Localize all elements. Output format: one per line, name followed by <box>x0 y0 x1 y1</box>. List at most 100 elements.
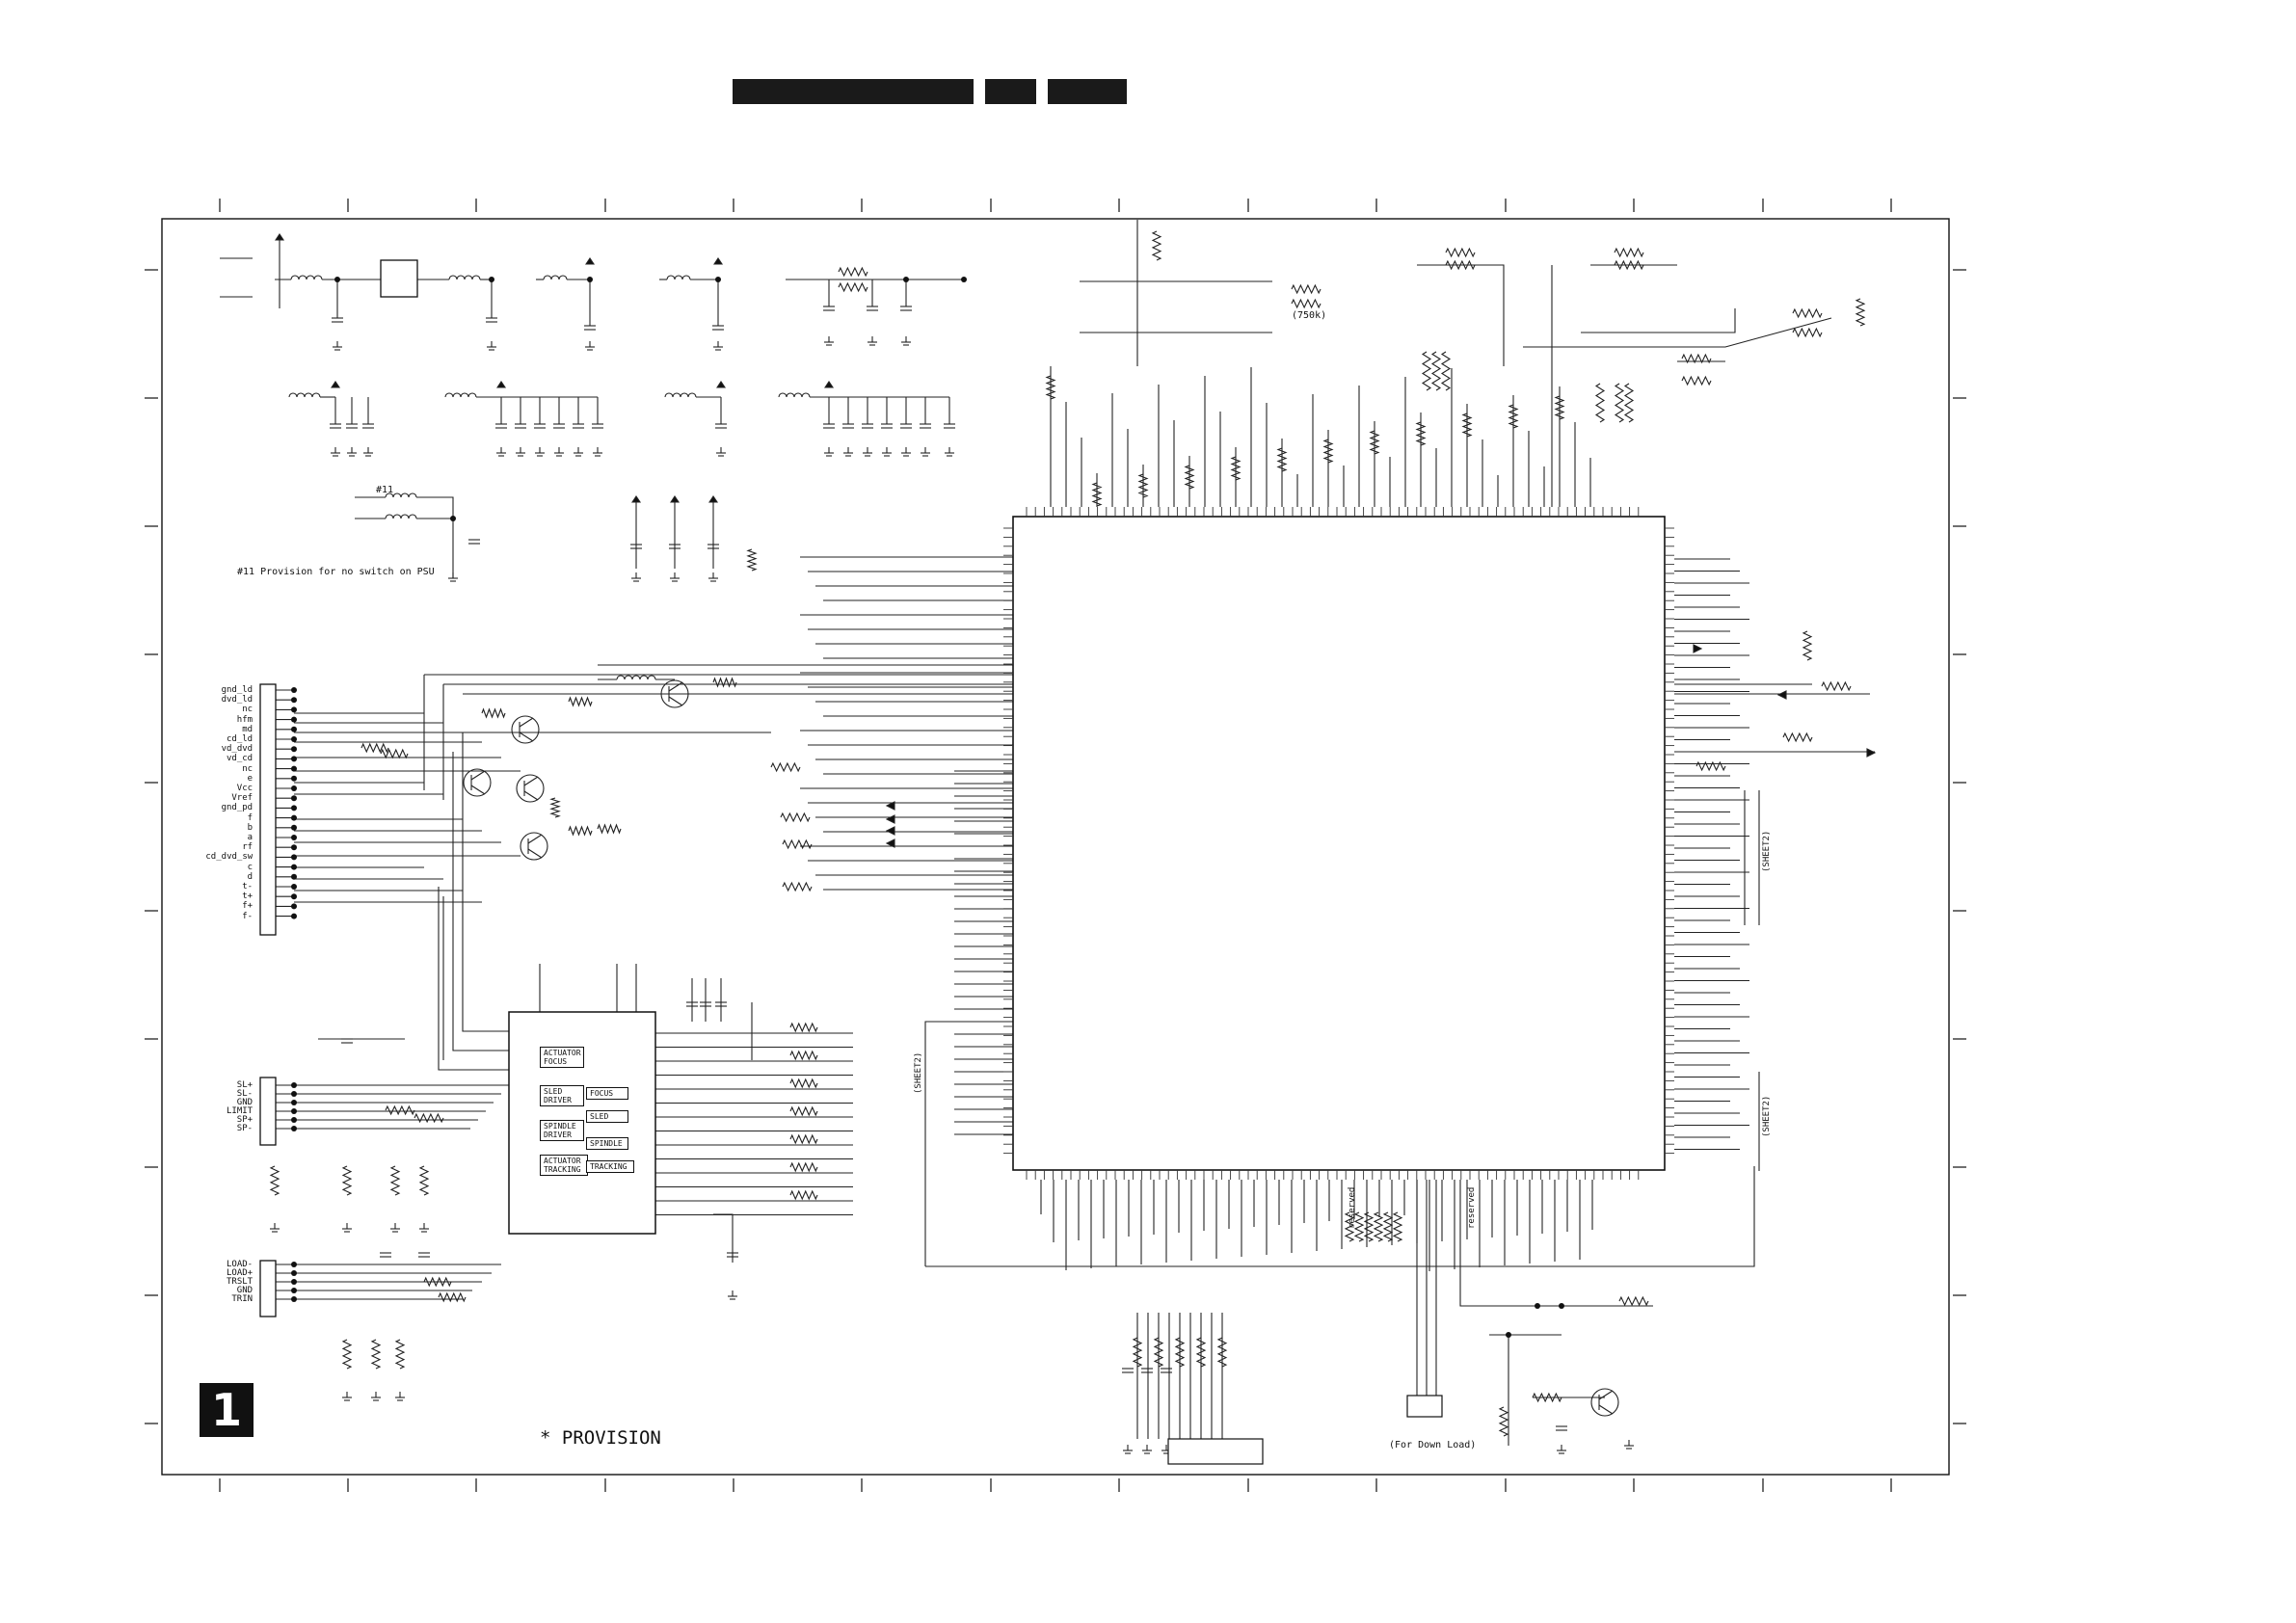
transistor <box>660 679 689 708</box>
resistor <box>1681 353 1712 364</box>
resistor <box>789 1105 818 1117</box>
resistor <box>1322 439 1334 464</box>
junction-dot <box>334 277 340 282</box>
resistor <box>1782 732 1813 743</box>
resistor <box>1184 465 1195 490</box>
supply-arrow <box>274 233 285 241</box>
connector-pin-label: c <box>247 862 254 872</box>
resistor <box>1532 1392 1562 1403</box>
transistor-lead <box>523 776 539 786</box>
resistor <box>1445 247 1476 258</box>
resistor <box>549 797 561 818</box>
sheet-number-badge: 1 <box>200 1383 254 1437</box>
signal-arrow <box>885 838 895 848</box>
transistor-lead <box>1598 1404 1614 1415</box>
connector-pin-label: b <box>247 822 254 833</box>
junction-dot <box>291 893 297 900</box>
transistor <box>1590 1388 1619 1417</box>
focus-output-block: FOCUS <box>586 1087 628 1100</box>
transistor <box>463 768 492 797</box>
junction-dot <box>291 716 297 723</box>
junction-dot <box>291 1288 297 1293</box>
junction-dot <box>291 687 297 693</box>
connector-pin-label: GND <box>236 1098 254 1107</box>
sheet-ref-right-1: (SHEET2) <box>1762 830 1772 872</box>
transistor <box>520 832 548 861</box>
resistor <box>838 281 868 293</box>
resistor <box>1137 473 1149 498</box>
supply-arrow <box>715 381 727 388</box>
junction-dot <box>291 756 297 762</box>
transistor-lead <box>523 790 539 801</box>
connector-pin-label: t- <box>242 882 254 891</box>
junction-dot <box>291 1108 297 1114</box>
wire <box>1417 264 1505 366</box>
connector-pin-label: LOAD+ <box>227 1268 254 1278</box>
resistor <box>1461 412 1473 438</box>
resistor <box>1623 383 1635 423</box>
junction-dot <box>291 864 297 870</box>
resistor <box>1498 1406 1509 1437</box>
connector-pin-label: LOAD- <box>227 1260 254 1269</box>
junction-dot <box>291 736 297 742</box>
wire <box>452 752 509 1051</box>
supply-arrow <box>669 495 681 503</box>
sheet-ref-left: (SHEET2) <box>914 1051 923 1094</box>
transistor-lead <box>668 681 683 692</box>
signal-arrow <box>885 826 895 836</box>
tracking-output-block: TRACKING <box>586 1160 634 1173</box>
connector-pin-label: rf <box>242 842 254 853</box>
wire <box>1459 1180 1653 1307</box>
junction-dot <box>291 844 297 851</box>
connector-pin-label: gnd_pd <box>221 803 254 813</box>
connector-pin-label: t+ <box>242 891 254 902</box>
resistor <box>1445 259 1476 271</box>
resistor <box>789 1189 818 1201</box>
resistor <box>385 1104 415 1116</box>
connector-pin-label: hfm <box>236 714 254 725</box>
spindle-driver-block: SPINDLE DRIVER <box>540 1120 584 1141</box>
transistor-lead <box>1598 1390 1614 1400</box>
wire <box>462 732 509 1032</box>
inductor <box>666 275 691 280</box>
resistor <box>1153 1337 1164 1368</box>
junction-dot <box>1506 1332 1511 1338</box>
psu-ref-label: #11 <box>376 485 394 495</box>
resistor <box>1440 351 1452 391</box>
resistor <box>1618 1295 1649 1307</box>
supply-arrow <box>823 381 835 388</box>
junction-dot <box>450 516 456 521</box>
connector-pin-label: SL+ <box>236 1080 254 1090</box>
resistor <box>597 823 622 835</box>
junction-dot <box>291 1126 297 1131</box>
resistor <box>1554 395 1565 420</box>
main-processor-ic <box>1012 516 1666 1171</box>
resistor <box>568 825 593 837</box>
transistor-lead <box>527 848 543 859</box>
resistor <box>746 548 758 572</box>
signal-arrow <box>1776 690 1787 700</box>
resistor <box>789 1078 818 1089</box>
connector-pin-label: Vcc <box>236 784 254 793</box>
junction-dot <box>291 824 297 831</box>
resistor <box>1230 456 1241 481</box>
connector-pin-label: nc <box>242 763 254 774</box>
connector-pin-label: gnd_ld <box>221 685 254 695</box>
transistor-lead <box>470 770 486 781</box>
resistor <box>1792 307 1823 319</box>
wire <box>924 1021 1002 1266</box>
resistor <box>782 881 813 892</box>
connector-pin-label: SP+ <box>236 1115 254 1125</box>
connector-pin-label: dvd_ld <box>221 695 254 705</box>
supply-arrow <box>584 257 596 265</box>
connector-pin-label: f- <box>242 911 254 921</box>
psu-note: #11 Provision for no switch on PSU <box>237 567 435 577</box>
inductor <box>543 275 568 280</box>
inductor <box>778 392 811 398</box>
resistor <box>481 707 506 719</box>
resistor <box>394 1339 406 1370</box>
resistor <box>1594 383 1606 423</box>
inductor <box>385 492 417 498</box>
actuator-focus-block: ACTUATOR FOCUS <box>540 1047 584 1068</box>
